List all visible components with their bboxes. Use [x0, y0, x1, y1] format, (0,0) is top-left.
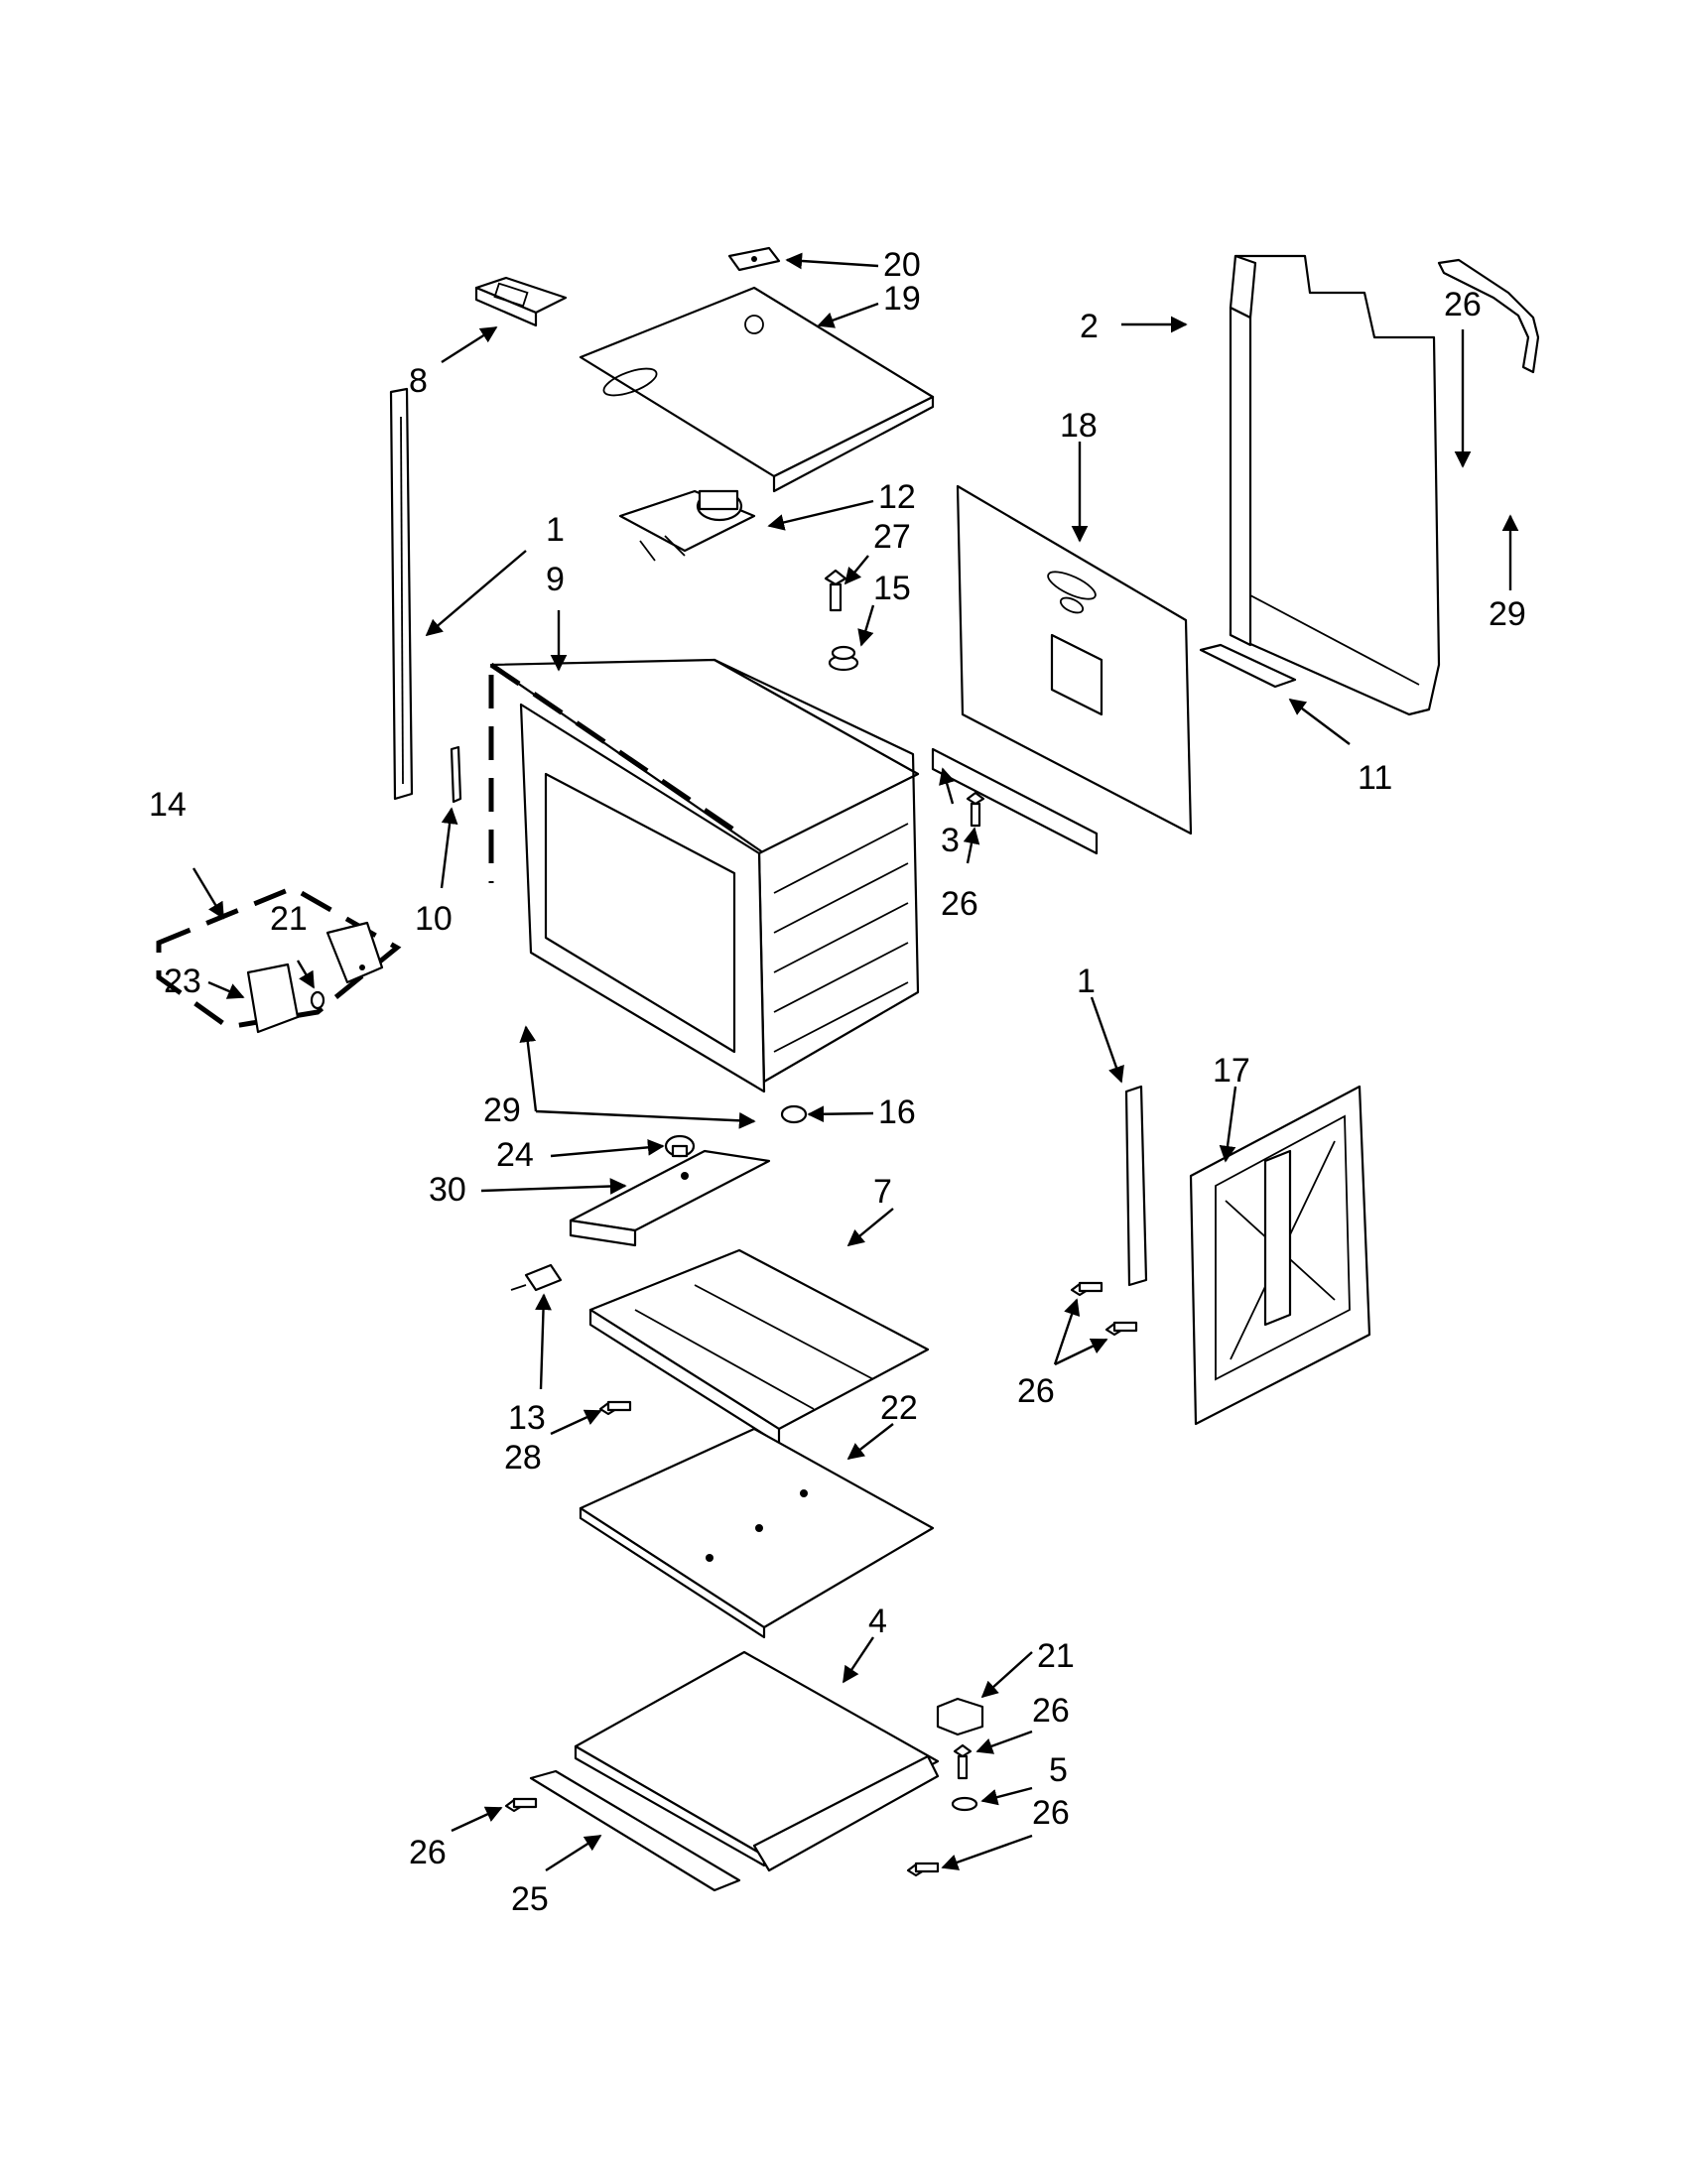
label-25: 25 [511, 1880, 549, 1918]
label-9: 9 [546, 561, 565, 598]
label-26-f: 26 [409, 1834, 447, 1871]
label-21-b: 21 [1037, 1637, 1075, 1675]
label-26-d: 26 [1032, 1692, 1070, 1730]
part-29-trim-right [1437, 258, 1540, 374]
part-15-grommet [828, 645, 859, 672]
part-28-screw [598, 1400, 632, 1416]
label-16: 16 [878, 1093, 916, 1131]
label-4: 4 [868, 1603, 887, 1640]
part-26-screw-a [966, 791, 985, 828]
label-30: 30 [429, 1171, 466, 1209]
part-18-rear-panel [956, 484, 1193, 835]
leader-lines [192, 252, 1519, 1872]
part-12-blower-motor [618, 489, 756, 562]
label-20: 20 [883, 246, 921, 284]
label-13: 13 [508, 1399, 546, 1437]
part-7-tray [588, 1248, 930, 1446]
label-5: 5 [1049, 1751, 1068, 1789]
label-26-a: 26 [1444, 286, 1482, 323]
part-26-screw-b [1070, 1281, 1103, 1297]
label-12: 12 [878, 478, 916, 516]
label-26-e: 26 [1032, 1794, 1070, 1832]
part-26-screw-d [953, 1743, 973, 1780]
part-25-rail [529, 1769, 741, 1892]
part-22-bottom-sheet [579, 1427, 935, 1639]
label-22: 22 [880, 1389, 918, 1427]
part-30-shield [569, 1149, 771, 1247]
part-8-vent-cover [474, 276, 568, 327]
part-13-switch [510, 1263, 563, 1292]
label-3: 3 [941, 822, 960, 859]
label-11: 11 [1358, 759, 1392, 797]
part-4-base-pan [574, 1650, 940, 1872]
callout-labels: 20 19 8 2 26 18 12 27 15 1 9 29 11 3 26 … [149, 246, 1526, 1918]
label-8: 8 [409, 362, 428, 400]
label-28: 28 [504, 1439, 542, 1477]
label-27: 27 [873, 518, 911, 556]
part-1-side-rail-left [389, 387, 414, 801]
label-14: 14 [149, 786, 187, 824]
label-29-a: 29 [1489, 595, 1526, 633]
part-21-bracket-b [936, 1697, 984, 1736]
label-23: 23 [164, 963, 201, 1000]
part-3-bracket [931, 747, 1099, 855]
part-17-rear-frame [1189, 1085, 1371, 1426]
label-26-c: 26 [1017, 1372, 1055, 1410]
part-10-spacer [450, 745, 462, 804]
label-21-a: 21 [270, 900, 308, 938]
part-24-plug [664, 1134, 696, 1158]
part-5-nut [951, 1796, 978, 1812]
part-14-control-box [156, 885, 402, 1034]
label-1-b: 1 [1077, 963, 1096, 1000]
label-1-a: 1 [546, 511, 565, 549]
label-17: 17 [1213, 1052, 1250, 1090]
label-19: 19 [883, 280, 921, 318]
label-2: 2 [1080, 308, 1099, 345]
label-29-b: 29 [483, 1092, 521, 1129]
part-16-clip [780, 1104, 808, 1124]
part-19-top-panel [579, 286, 935, 493]
part-27-screw [824, 569, 847, 612]
part-2-wrapper-panel [1229, 254, 1441, 716]
label-26-b: 26 [941, 885, 978, 923]
part-26-screw-e [504, 1797, 538, 1813]
label-24: 24 [496, 1136, 534, 1174]
label-15: 15 [873, 570, 911, 607]
label-10: 10 [415, 900, 453, 938]
part-26-screw-c [1104, 1321, 1138, 1337]
part-1-side-rail-right [1124, 1085, 1148, 1287]
part-21-connector-a [310, 990, 325, 1010]
label-7: 7 [873, 1173, 892, 1211]
part-9-oven-cavity [488, 658, 920, 1093]
part-11-bracket [1199, 643, 1297, 689]
part-26-screw-f [906, 1862, 940, 1877]
label-18: 18 [1060, 407, 1098, 445]
part-20-bracket [727, 246, 781, 272]
